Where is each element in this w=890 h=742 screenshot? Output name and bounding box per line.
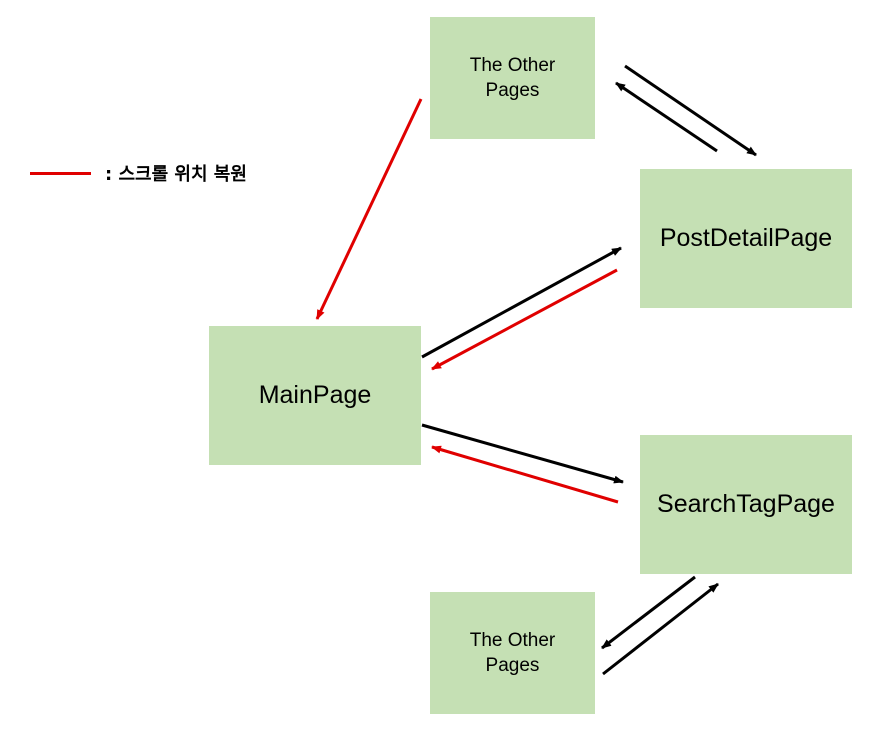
edge-other-top-to-main-restore: [315, 98, 423, 320]
node-other-pages-top-label: The Other Pages: [470, 53, 556, 103]
edge-main-to-search-tag: [421, 423, 624, 484]
node-post-detail-page: PostDetailPage: [640, 169, 852, 308]
node-search-tag-page: SearchTagPage: [640, 435, 852, 574]
edge-post-detail-to-main-restore: [431, 268, 618, 371]
node-post-detail-page-label: PostDetailPage: [659, 224, 833, 252]
node-label-line: Pages: [485, 655, 540, 676]
node-label-line: The Other: [469, 630, 556, 651]
edge-other-top-to-post-detail: [624, 64, 757, 157]
node-main-page: MainPage: [209, 326, 421, 465]
edge-search-tag-to-main-restore: [431, 445, 619, 504]
node-label-line: The Other: [469, 55, 556, 76]
legend-label: : 스크롤 위치 복원: [105, 164, 247, 185]
node-other-pages-top: The Other Pages: [430, 17, 595, 139]
node-other-pages-bottom-label: The Other Pages: [470, 628, 556, 678]
legend: : 스크롤 위치 복원: [30, 158, 247, 188]
edge-post-detail-to-other-top: [615, 81, 718, 153]
node-main-page-label: MainPage: [258, 381, 372, 409]
edge-main-to-post-detail: [421, 246, 622, 359]
legend-red-line: [30, 171, 91, 175]
edge-search-tag-to-other-bottom: [601, 575, 696, 650]
node-label-line: Pages: [485, 80, 540, 101]
edge-other-bottom-to-search-tag: [602, 582, 719, 676]
node-other-pages-bottom: The Other Pages: [430, 592, 595, 714]
node-search-tag-page-label: SearchTagPage: [657, 490, 835, 518]
